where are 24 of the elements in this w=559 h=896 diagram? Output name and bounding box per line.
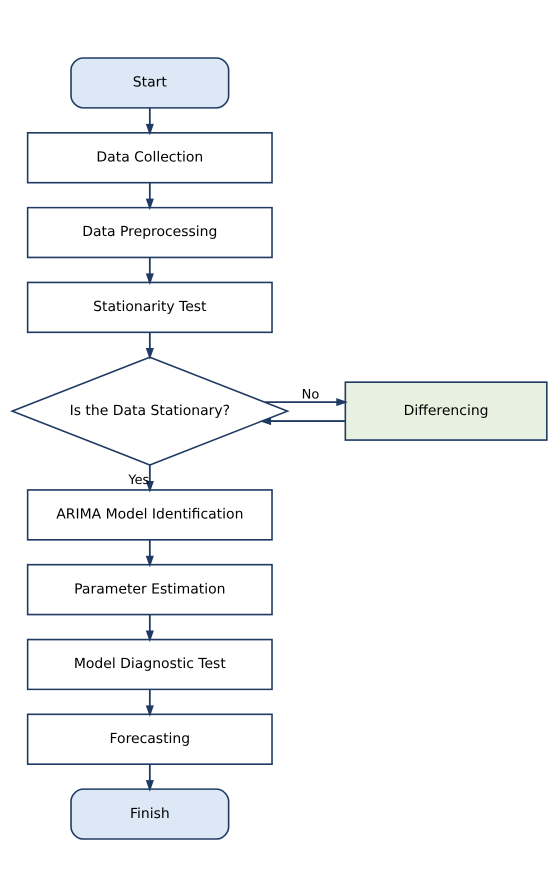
edge-label: No: [302, 387, 320, 402]
node-box: Forecasting: [26, 713, 273, 764]
arrow: [146, 464, 154, 492]
node-box: Start: [70, 56, 230, 108]
node-diamond: Is the Data Stationary?: [10, 356, 290, 466]
arrow: [146, 108, 154, 135]
node-box: Model Diagnostic Test: [26, 638, 273, 690]
node-box: Finish: [70, 788, 230, 840]
arrow: [146, 689, 154, 716]
arrow: [146, 332, 154, 360]
node-box: Parameter Estimation: [26, 563, 273, 615]
arrow: [146, 182, 154, 210]
arrow: [259, 416, 345, 425]
node-box: Data Collection: [26, 132, 273, 183]
node-box: Data Preprocessing: [26, 206, 273, 258]
edge-label: Yes: [128, 472, 150, 488]
arrow: [146, 614, 154, 642]
arrow: [146, 540, 154, 567]
node-box: Differencing: [344, 380, 548, 440]
node-box: ARIMA Model Identification: [26, 488, 273, 540]
arrow: [264, 398, 348, 406]
arrow: [146, 257, 154, 285]
arrow: [146, 764, 154, 792]
node-box: Stationarity Test: [26, 281, 273, 333]
